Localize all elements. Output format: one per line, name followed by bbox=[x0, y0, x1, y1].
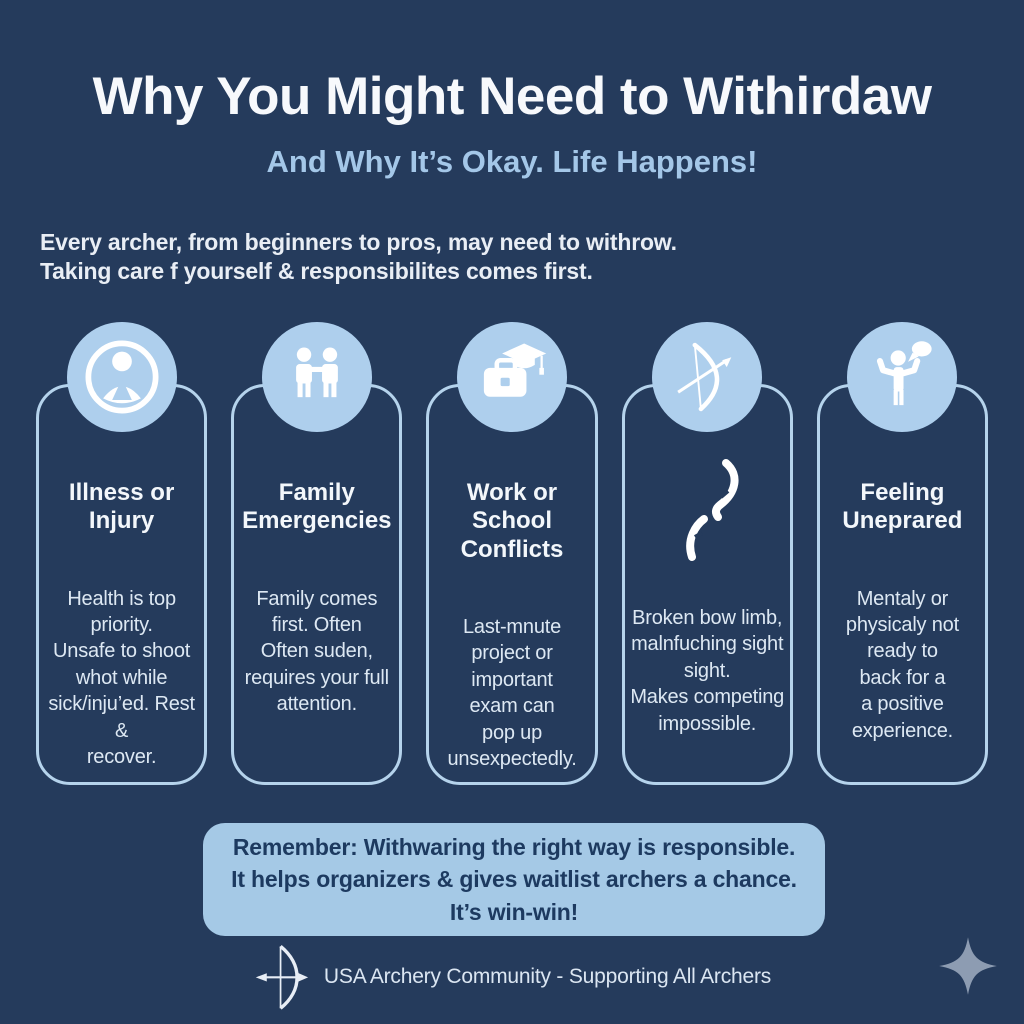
drawn-bow-icon bbox=[652, 322, 763, 432]
card-body: Health is top priority. Unsafe to shoot … bbox=[48, 587, 195, 768]
card-title: Illness or Injury bbox=[68, 479, 175, 535]
card-box: Work or School Conflicts Last-mnute proj… bbox=[426, 384, 598, 785]
briefcase-gradcap-icon bbox=[483, 343, 547, 397]
footer-text: USA Archery Community - Supporting All A… bbox=[323, 965, 772, 988]
bow-and-arrow-icon bbox=[255, 945, 309, 1010]
card-equipment-failure: Broken bow limb, malnfuching sight sight… bbox=[621, 322, 793, 785]
illness-person-ring-icon bbox=[85, 340, 159, 414]
intro-paragraph: Every archer, from beginners to pros, ma… bbox=[40, 229, 677, 284]
card-box: Feeling Uneprared Mentaly or physicaly n… bbox=[816, 384, 989, 785]
card-title: Work or School Conflicts bbox=[460, 479, 564, 563]
page-title: Why You Might Need to Withirdaw bbox=[92, 67, 932, 126]
reason-cards-row: Illness or Injury Health is top priority… bbox=[36, 322, 989, 785]
shrug-person-bubble-icon bbox=[847, 322, 958, 432]
briefcase-gradcap-icon bbox=[457, 322, 567, 432]
card-box: Family Emergencies Family comes first. O… bbox=[231, 384, 403, 785]
page-subtitle: And Why It’s Okay. Life Happens! bbox=[266, 144, 758, 179]
card-box: Illness or Injury Health is top priority… bbox=[36, 384, 208, 785]
card-title: Family Emergencies bbox=[242, 479, 392, 535]
card-body: Broken bow limb, malnfuching sight sight… bbox=[630, 607, 785, 735]
card-body: Mentaly or physicaly not ready to back f… bbox=[845, 587, 959, 742]
footer: USA Archery Community - Supporting All A… bbox=[0, 936, 1024, 1018]
family-people-icon bbox=[295, 347, 338, 398]
drawn-bow-icon bbox=[677, 342, 732, 412]
card-work-school-conflicts: Work or School Conflicts Last-mnute proj… bbox=[426, 322, 598, 785]
card-feeling-unprepared: Feeling Uneprared Mentaly or physicaly n… bbox=[816, 322, 989, 785]
card-title: Feeling Uneprared bbox=[842, 479, 963, 535]
card-body: Last-mnute project or important exam can… bbox=[447, 615, 577, 770]
family-people-icon bbox=[261, 322, 372, 432]
card-box: Broken bow limb, malnfuching sight sight… bbox=[621, 384, 793, 785]
card-illness-injury: Illness or Injury Health is top priority… bbox=[36, 322, 208, 785]
shrug-person-bubble-icon bbox=[877, 341, 933, 406]
broken-bow-icon bbox=[686, 459, 739, 561]
reminder-banner: Remember: Withwaring the right way is re… bbox=[203, 823, 825, 936]
four-point-star-icon bbox=[939, 937, 997, 995]
card-body: Family comes first. Often Often suden, r… bbox=[244, 587, 389, 716]
illness-person-ring-icon bbox=[66, 322, 177, 432]
card-family-emergencies: Family Emergencies Family comes first. O… bbox=[231, 322, 403, 785]
